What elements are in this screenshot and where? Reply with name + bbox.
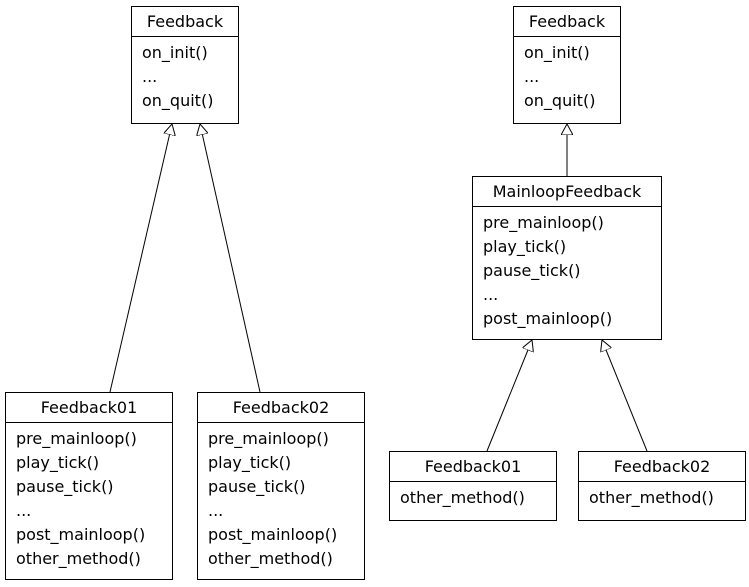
method: ... [208,501,224,520]
method: other_method() [589,488,714,507]
edge-left-child2-to-base [200,124,261,393]
class-name: Feedback02 [579,452,745,482]
class-name: MainloopFeedback [473,177,661,207]
edge-left-child1-to-base [109,124,172,393]
class-box-feedback02-left: Feedback02 pre_mainloop() play_tick() pa… [197,392,365,580]
method: play_tick() [483,237,567,256]
class-name: Feedback01 [6,393,172,423]
method-list: pre_mainloop() play_tick() pause_tick() … [198,423,364,571]
class-name: Feedback01 [390,452,556,482]
method: post_mainloop() [483,309,613,328]
method: pre_mainloop() [483,213,604,232]
method-list: other_method() [579,482,745,510]
class-name: Feedback [514,7,620,37]
method: pause_tick() [483,261,581,280]
class-box-feedback-left: Feedback on_init() ... on_quit() [131,6,239,124]
method-list: on_init() ... on_quit() [514,37,620,113]
class-name: Feedback [132,7,238,37]
method: on_init() [142,43,208,62]
edge-right-child1-to-middle [486,340,532,452]
method: ... [524,67,540,86]
method: on_init() [524,43,590,62]
method: pause_tick() [208,477,306,496]
method-list: other_method() [390,482,556,510]
class-box-mainloopfeedback: MainloopFeedback pre_mainloop() play_tic… [472,176,662,340]
method: post_mainloop() [208,525,338,544]
method-list: on_init() ... on_quit() [132,37,238,113]
method-list: pre_mainloop() play_tick() pause_tick() … [6,423,172,571]
class-box-feedback01-right: Feedback01 other_method() [389,451,557,521]
class-name: Feedback02 [198,393,364,423]
method: ... [16,501,32,520]
method: on_quit() [142,91,214,110]
method: ... [142,67,158,86]
method: pre_mainloop() [208,429,329,448]
method-list: pre_mainloop() play_tick() pause_tick() … [473,207,661,331]
method: other_method() [208,549,333,568]
method: play_tick() [16,453,100,472]
method: pause_tick() [16,477,114,496]
edge-right-child2-to-middle [602,340,648,452]
method: other_method() [400,488,525,507]
class-box-feedback02-right: Feedback02 other_method() [578,451,746,521]
method: other_method() [16,549,141,568]
method: on_quit() [524,91,596,110]
method: play_tick() [208,453,292,472]
method: ... [483,285,499,304]
class-box-feedback01-left: Feedback01 pre_mainloop() play_tick() pa… [5,392,173,580]
method: pre_mainloop() [16,429,137,448]
method: post_mainloop() [16,525,146,544]
class-box-feedback-right: Feedback on_init() ... on_quit() [513,6,621,124]
